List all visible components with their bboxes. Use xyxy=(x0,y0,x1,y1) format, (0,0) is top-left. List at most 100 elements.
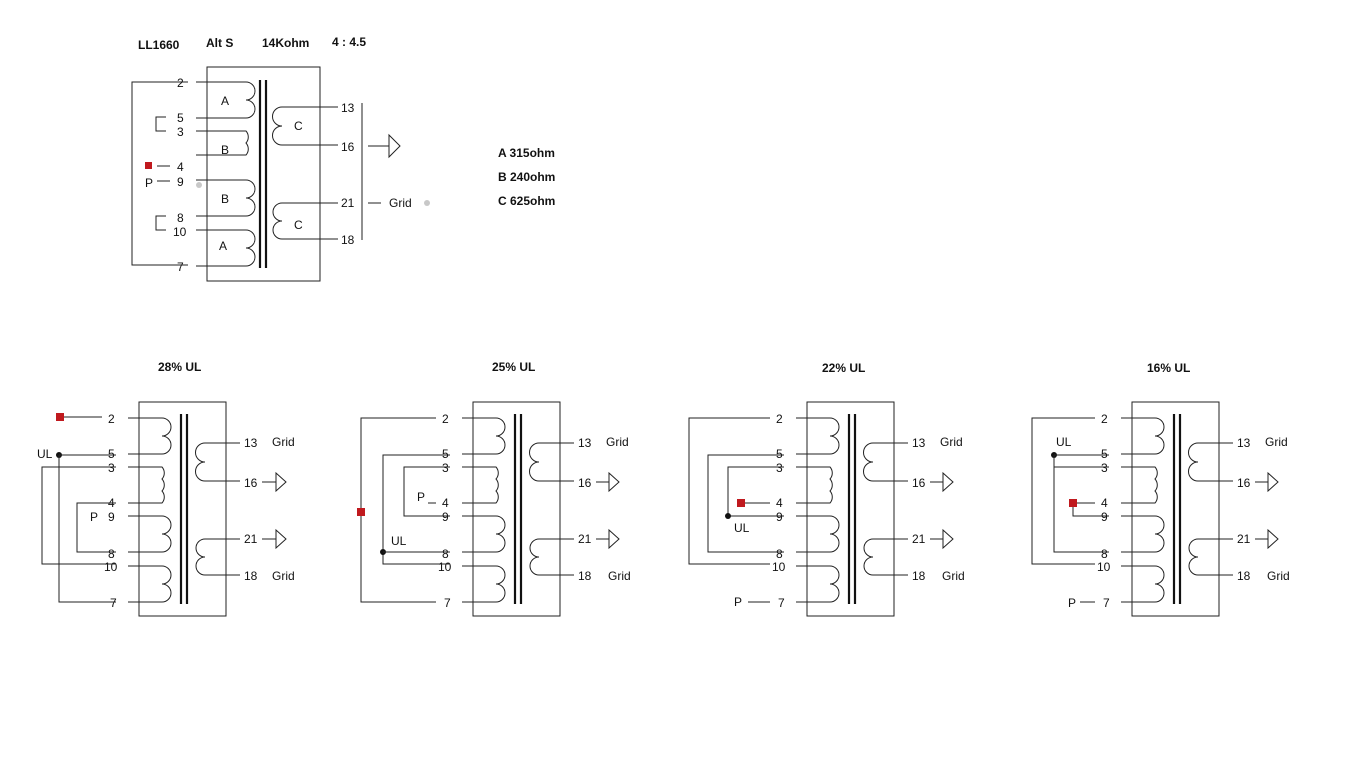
grid-label: Grid xyxy=(940,435,963,449)
winding xyxy=(1121,466,1158,504)
pin-label: 5 xyxy=(776,447,783,461)
connection-dot xyxy=(196,182,202,188)
winding-legend: A 315ohm B 240ohm C 625ohm xyxy=(498,146,555,208)
pin-label: 16 xyxy=(341,140,355,154)
wire-5-to-3 xyxy=(155,116,166,132)
variant-16-ul: 16% UL 2 5 3 4 9 8 10 7 13 16 21 18 Grid… xyxy=(1031,361,1290,617)
ul-label: UL xyxy=(734,521,750,535)
pin-label: 18 xyxy=(244,569,258,583)
pin-label: 5 xyxy=(442,447,449,461)
marker-square xyxy=(1069,499,1077,507)
transformer-body xyxy=(138,401,227,617)
pin-label: 5 xyxy=(177,111,184,125)
winding xyxy=(462,466,499,504)
pin-label: 13 xyxy=(1237,436,1251,450)
winding xyxy=(462,565,506,603)
winding xyxy=(1188,538,1233,576)
pin-label: 3 xyxy=(776,461,783,475)
pin-label: 8 xyxy=(108,547,115,561)
winding xyxy=(1188,442,1233,482)
pin-label: 2 xyxy=(442,412,449,426)
grid-label: Grid xyxy=(606,435,629,449)
variant-title: 22% UL xyxy=(822,361,865,375)
header: LL1660 Alt S 14Kohm 4 : 4.5 xyxy=(138,35,366,52)
winding xyxy=(1121,515,1165,553)
main-transformer: A B B A C C 2 5 3 4 9 8 10 7 13 16 21 18… xyxy=(131,66,430,282)
pin-label: 16 xyxy=(244,476,258,490)
winding xyxy=(1121,565,1165,603)
ul-label: UL xyxy=(391,534,407,548)
pin-label: 10 xyxy=(173,225,187,239)
marker-square xyxy=(56,413,64,421)
winding-c-top xyxy=(272,106,338,146)
ground-arrow-icon xyxy=(608,528,620,550)
pin-label: 7 xyxy=(444,596,451,610)
grid-label: Grid xyxy=(608,569,631,583)
pin-label: 2 xyxy=(1101,412,1108,426)
pin-label: 3 xyxy=(442,461,449,475)
wire xyxy=(688,417,770,565)
pin-label: 2 xyxy=(108,412,115,426)
marker-square xyxy=(145,162,152,169)
pin-label: 16 xyxy=(912,476,926,490)
pin-label: 21 xyxy=(244,532,258,546)
winding-label: B xyxy=(221,143,229,157)
winding xyxy=(462,515,506,553)
model-name: LL1660 xyxy=(138,38,180,52)
winding xyxy=(863,538,908,576)
ground-arrow-icon xyxy=(1267,471,1279,493)
wire xyxy=(382,454,450,565)
pin-label: 9 xyxy=(776,510,783,524)
pin-label: 18 xyxy=(1237,569,1251,583)
ground-arrow-icon xyxy=(942,528,954,550)
winding-label: A xyxy=(221,94,229,108)
variant-28-ul: 28% UL 2 5 3 4 9 8 10 7 13 16 21 18 Grid… xyxy=(37,360,295,617)
winding xyxy=(195,442,240,482)
grid-label: Grid xyxy=(1265,435,1288,449)
transformer-body xyxy=(206,66,321,282)
grid-label: Grid xyxy=(389,196,412,210)
ground-arrow-icon xyxy=(1267,528,1279,550)
winding xyxy=(796,417,840,455)
pin-label: 13 xyxy=(578,436,592,450)
pin-label: 7 xyxy=(1103,596,1110,610)
winding xyxy=(796,515,840,553)
winding xyxy=(529,538,574,576)
pin-label: 3 xyxy=(108,461,115,475)
winding xyxy=(128,466,165,504)
marker-square xyxy=(357,508,365,516)
wire xyxy=(360,417,436,603)
pin-label: 10 xyxy=(772,560,786,574)
pin-label: 8 xyxy=(442,547,449,561)
wire xyxy=(1072,507,1109,517)
winding-label: C xyxy=(294,119,303,133)
pin-label: 10 xyxy=(438,560,452,574)
pin-label: 21 xyxy=(578,532,592,546)
transformer-body xyxy=(806,401,895,617)
pin-label: 7 xyxy=(778,596,785,610)
pin-label: 4 xyxy=(442,496,449,510)
variant-title: 25% UL xyxy=(492,360,535,374)
winding-label: C xyxy=(294,218,303,232)
pin-label: 16 xyxy=(578,476,592,490)
wire-8-to-10 xyxy=(155,215,166,231)
grid-label: Grid xyxy=(272,435,295,449)
winding xyxy=(796,466,833,504)
variant-title: 16% UL xyxy=(1147,361,1190,375)
pin-label: 18 xyxy=(578,569,592,583)
pin-label: 4 xyxy=(776,496,783,510)
ul-label: UL xyxy=(1056,435,1072,449)
wire xyxy=(41,466,116,565)
winding-b-upper xyxy=(196,130,249,156)
turns-ratio: 4 : 4.5 xyxy=(332,35,366,49)
pin-label: 9 xyxy=(108,510,115,524)
pin-label: 4 xyxy=(1101,496,1108,510)
wire xyxy=(403,466,450,517)
plate-label: P xyxy=(90,510,98,524)
junction-dot xyxy=(725,513,731,519)
winding-b-lower xyxy=(196,179,256,217)
wire xyxy=(727,466,784,517)
legend-item-b: B 240ohm xyxy=(498,170,555,184)
pin-label: 3 xyxy=(177,125,184,139)
